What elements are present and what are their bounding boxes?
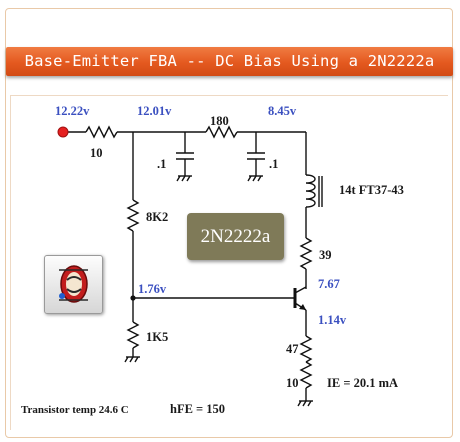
voltage-input: 12.22v xyxy=(55,104,90,118)
label-r-bias-bottom: 1K5 xyxy=(146,330,168,344)
resistor-47 xyxy=(299,335,313,363)
voltage-after-r180: 8.45v xyxy=(268,104,297,118)
resistor-10-emitter xyxy=(299,361,313,389)
ground-emitter xyxy=(297,388,313,407)
app-logo-icon xyxy=(44,255,103,314)
readout-temperature: Transistor temp 24.6 C xyxy=(21,404,129,416)
inductor xyxy=(305,174,323,208)
label-r-emitter2: 10 xyxy=(286,376,299,390)
label-cap1: .1 xyxy=(157,157,166,171)
label-r-bias-top: 8K2 xyxy=(146,210,168,224)
label-inductor: 14t FT37-43 xyxy=(339,183,404,197)
ground-1k5 xyxy=(124,348,140,363)
input-node xyxy=(57,126,69,138)
label-r-series: 180 xyxy=(210,114,229,128)
voltage-collector: 7.67 xyxy=(318,277,340,291)
readout-hfe: hFE = 150 xyxy=(170,402,225,416)
label-r-input: 10 xyxy=(90,146,103,160)
readout-emitter-current: IE = 20.1 mA xyxy=(327,376,398,390)
outer-frame xyxy=(5,8,453,438)
resistor-1k5 xyxy=(126,321,140,349)
resistor-180 xyxy=(205,125,238,139)
capacitor-1 xyxy=(176,132,194,182)
resistor-8k2 xyxy=(126,199,140,232)
voltage-after-r1: 12.01v xyxy=(137,104,172,118)
resistor-input xyxy=(85,125,118,139)
transistor-symbol xyxy=(293,286,307,311)
label-cap2: .1 xyxy=(269,157,278,171)
page-title: Base-Emitter FBA -- DC Bias Using a 2N22… xyxy=(6,47,453,76)
resistor-39 xyxy=(299,237,313,270)
schematic-panel xyxy=(10,95,448,430)
voltage-emitter: 1.14v xyxy=(318,313,347,327)
label-r-collector: 39 xyxy=(319,248,332,262)
capacitor-2 xyxy=(247,132,265,182)
chip-label: 2N2222a xyxy=(187,213,284,260)
label-r-emitter1: 47 xyxy=(286,342,299,356)
voltage-base: 1.76v xyxy=(138,282,167,296)
